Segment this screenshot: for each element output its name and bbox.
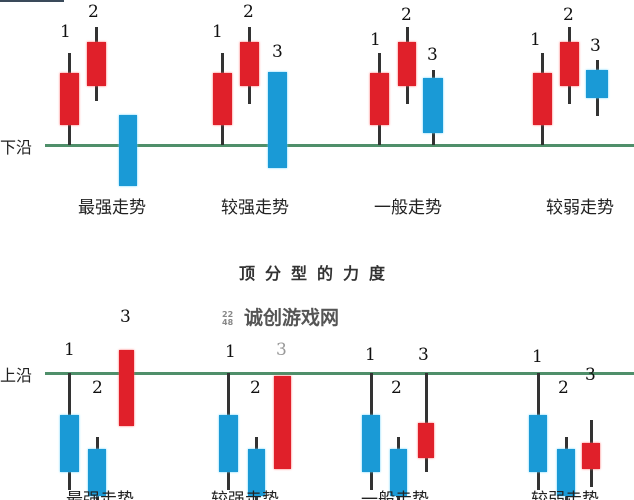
top-candle-number: 1 xyxy=(370,30,381,50)
bottom-candle-number: 3 xyxy=(120,307,131,327)
bottom-candle-1-bearish xyxy=(529,415,547,472)
top-candle-number: 1 xyxy=(212,22,223,42)
top-candle-number: 3 xyxy=(590,36,601,56)
top-candle-1-bullish xyxy=(60,73,79,125)
lower-edge-label: 下沿 xyxy=(0,138,33,157)
bottom-candle-1-bearish xyxy=(362,415,380,472)
bottom-candle-3-bullish xyxy=(418,423,434,458)
bottom-candle-1-bearish xyxy=(219,415,238,472)
bottom-candle-number: 3 xyxy=(276,340,287,360)
bottom-candle-2-bearish xyxy=(557,449,575,496)
top-candle-number: 2 xyxy=(243,2,254,22)
top-candle-number: 2 xyxy=(401,5,412,25)
top-candle-3-bearish xyxy=(268,72,287,168)
bottom-candle-number: 2 xyxy=(391,378,402,398)
upper-edge-line xyxy=(45,372,634,375)
top-candle-number: 3 xyxy=(427,45,438,65)
bottom-candle-number: 3 xyxy=(418,345,429,365)
top-candle-3-bearish xyxy=(423,78,443,133)
top-trend-label: 一般走势 xyxy=(374,198,442,218)
upper-edge-label: 上沿 xyxy=(0,366,33,385)
bottom-trend-label: 一般走势 xyxy=(361,490,429,500)
top-candle-3-bearish xyxy=(586,70,608,98)
bottom-trend-label: 最强走势 xyxy=(66,490,134,500)
top-candle-1-bullish xyxy=(533,73,552,125)
top-candle-number: 1 xyxy=(530,30,541,50)
top-candle-2-bullish xyxy=(398,42,416,86)
bottom-candle-wick xyxy=(424,373,428,472)
top-trend-label: 较强走势 xyxy=(221,198,289,218)
top-candle-2-bullish xyxy=(560,42,579,86)
bottom-candle-number: 2 xyxy=(250,378,261,398)
top-candle-1-bullish xyxy=(213,73,232,125)
top-candle-1-bullish xyxy=(370,73,389,125)
bottom-candle-number: 1 xyxy=(225,342,236,362)
top-candle-number: 2 xyxy=(88,2,99,22)
bottom-candle-number: 3 xyxy=(585,365,596,385)
diagram-title: 顶分型的力度 xyxy=(238,264,396,283)
bottom-candle-2-bearish xyxy=(390,449,407,496)
bottom-candle-number: 1 xyxy=(532,347,543,367)
bottom-candle-2-bearish xyxy=(88,449,106,496)
top-candle-2-bullish xyxy=(240,42,259,86)
top-trend-label: 最强走势 xyxy=(78,198,146,218)
top-candle-2-bullish xyxy=(87,42,106,86)
bottom-trend-label: 较弱走势 xyxy=(531,490,599,500)
top-border xyxy=(0,0,64,2)
bottom-trend-label: 较强走势 xyxy=(211,490,279,500)
bottom-candle-number: 2 xyxy=(558,378,569,398)
bottom-candle-1-bearish xyxy=(60,415,79,472)
bottom-candle-number: 1 xyxy=(64,340,75,360)
bottom-candle-number: 1 xyxy=(365,345,376,365)
lower-edge-line xyxy=(45,144,634,147)
bottom-candle-3-bullish xyxy=(582,443,600,469)
bottom-candle-3-bullish xyxy=(119,350,134,426)
top-candle-number: 3 xyxy=(272,42,283,62)
bottom-candle-3-bullish xyxy=(274,376,291,469)
top-trend-label: 较弱走势 xyxy=(546,198,614,218)
bottom-candle-2-bearish xyxy=(248,449,265,496)
top-candle-number: 2 xyxy=(563,5,574,25)
top-candle-number: 1 xyxy=(60,22,71,42)
top-candle-3-bearish xyxy=(119,115,137,186)
bottom-candle-number: 2 xyxy=(92,378,103,398)
watermark-text: 诚创游戏网 xyxy=(244,307,340,329)
